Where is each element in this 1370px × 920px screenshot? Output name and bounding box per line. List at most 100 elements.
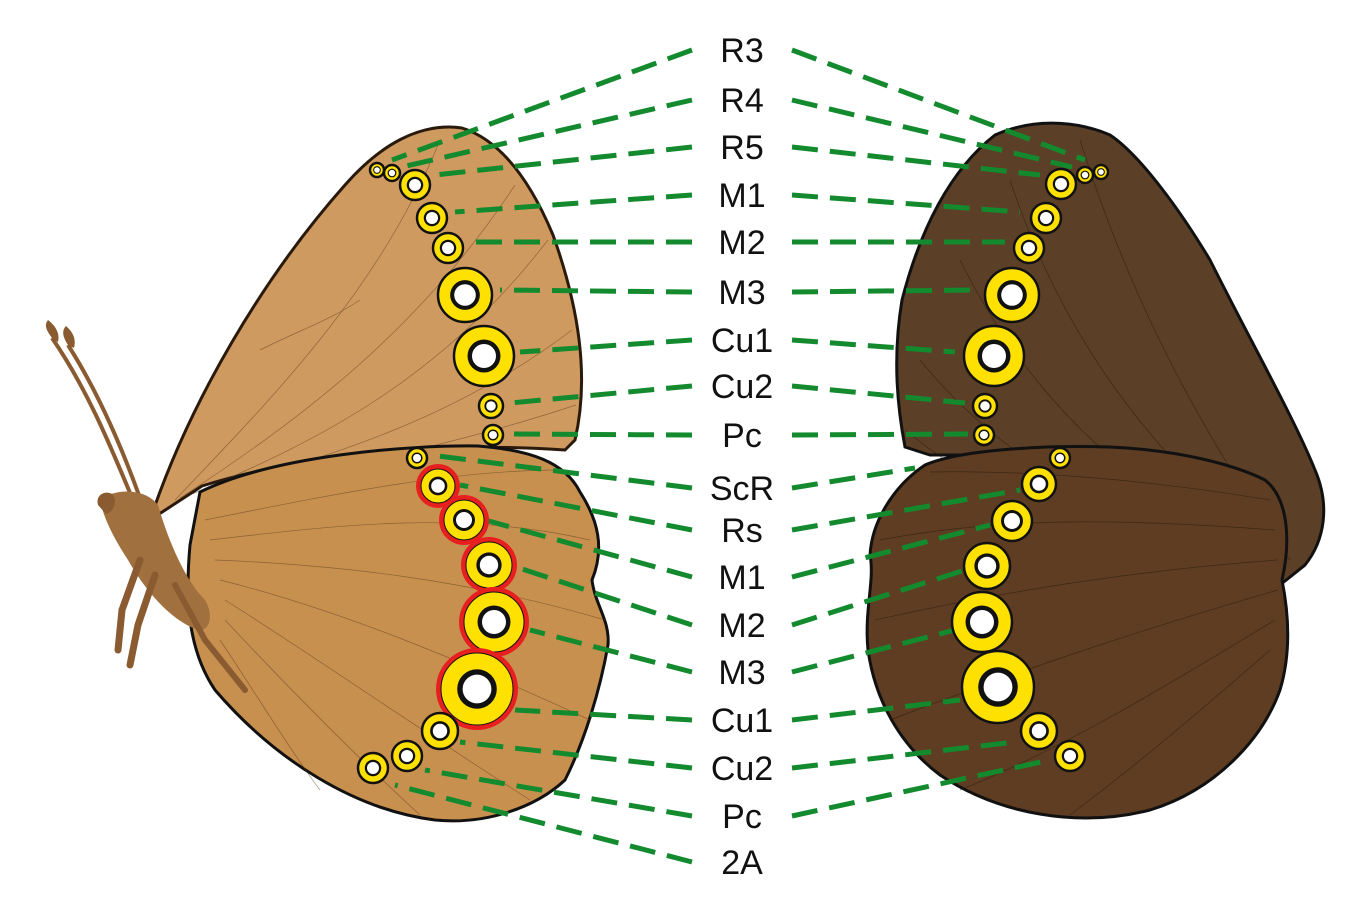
leader-line-right — [791, 697, 961, 723]
leader-line-right — [791, 431, 969, 438]
leader-line-left — [434, 144, 693, 178]
leader-line-left — [391, 47, 693, 163]
eyespot-dorsal — [962, 541, 1012, 591]
vein-label: ScR — [710, 470, 774, 508]
eyespot-ventral — [439, 495, 489, 545]
eyespot-ventral — [461, 537, 517, 593]
vein-label: Pc — [722, 798, 762, 836]
eyespot-dorsal — [1019, 711, 1059, 751]
vein-label: M1 — [718, 559, 765, 597]
vein-label: Rs — [721, 512, 763, 550]
leader-line-right — [791, 487, 1021, 533]
leader-lines — [391, 47, 1086, 865]
leader-line-left — [454, 192, 693, 215]
leader-line-right — [791, 144, 1041, 178]
vein-label: Cu1 — [711, 322, 773, 360]
leader-line-right — [791, 757, 1051, 819]
eyespot-dorsal — [1020, 465, 1058, 503]
vein-label: Cu2 — [711, 750, 773, 788]
leader-line-right — [791, 567, 966, 628]
leader-line-left — [529, 627, 693, 675]
eyespot-dorsal — [1029, 201, 1063, 235]
eyespot-dorsal — [1092, 163, 1110, 181]
leg — [114, 556, 144, 654]
eyespot-ventral — [398, 168, 432, 202]
vein-label: Cu1 — [711, 702, 773, 740]
hindwing-veins — [204, 469, 606, 816]
eyespot-ventral — [452, 324, 516, 388]
leader-line-right — [791, 465, 916, 491]
leader-line-left — [514, 707, 693, 723]
eyespot-ventral — [382, 163, 402, 183]
leader-line-left — [429, 452, 693, 491]
eyespot-dorsal — [1075, 165, 1095, 185]
eyespot-dorsal — [990, 499, 1034, 543]
eyespot-ventral — [477, 392, 505, 420]
eyespot-dorsal — [962, 324, 1026, 388]
leader-line-right — [791, 47, 1086, 163]
hindwing-dorsal-veins — [874, 471, 1279, 816]
eyespot-dorsal — [960, 649, 1036, 725]
antenna — [66, 343, 142, 499]
leader-line-right — [791, 192, 1021, 215]
eyespot-ventral — [390, 739, 424, 773]
leader-line-left — [509, 562, 693, 628]
eyespot-dorsal — [983, 266, 1041, 324]
eyespot-dorsal — [950, 590, 1014, 654]
leader-line-left — [459, 482, 693, 533]
eyespot-ventral — [415, 201, 449, 235]
vein-label: M3 — [718, 274, 765, 312]
hindwing-ventral — [186, 444, 610, 823]
eyespot-dorsal — [971, 392, 999, 420]
eyespot-dorsal — [972, 423, 996, 447]
eyespot-ventral — [459, 587, 529, 657]
leader-line-right — [791, 383, 966, 406]
leader-line-right — [791, 287, 976, 295]
leg — [126, 571, 159, 669]
antenna-club — [45, 320, 59, 342]
eyespot-ventral — [405, 446, 429, 470]
antenna — [50, 336, 135, 501]
eyespots — [356, 161, 1110, 785]
leader-line-right — [791, 337, 956, 355]
leader-line-right — [791, 627, 956, 675]
eyespot-ventral — [436, 648, 518, 730]
eyespot-dorsal — [1044, 167, 1078, 201]
eyespot-ventral — [356, 751, 390, 785]
eyespot-dorsal — [1048, 446, 1072, 470]
vein-label: R5 — [720, 129, 763, 167]
leader-line-left — [499, 287, 693, 295]
eyespot-ventral — [436, 266, 494, 324]
vein-label: M2 — [718, 224, 765, 262]
eyespot-dorsal — [1012, 231, 1046, 265]
vein-label: M3 — [718, 654, 765, 692]
eyespot-ventral — [481, 423, 505, 447]
leader-line-left — [394, 782, 693, 865]
vein-label: Pc — [722, 417, 762, 455]
ventral-butterfly — [45, 125, 610, 823]
head — [97, 492, 115, 514]
leader-line-left — [519, 337, 693, 355]
leader-line-left — [401, 97, 693, 170]
vein-label: Cu2 — [711, 368, 773, 406]
leader-line-left — [459, 739, 693, 771]
leader-line-left — [507, 431, 693, 438]
eyespot-ventral — [431, 231, 465, 265]
vein-label: M2 — [718, 607, 765, 645]
leader-line-right — [791, 522, 991, 580]
vein-labels: R3R4R5M1M2M3Cu1Cu2PcScRRsM1M2M3Cu1Cu2Pc2… — [710, 32, 774, 882]
leader-line-left — [424, 767, 693, 819]
leg — [172, 582, 248, 693]
antenna-club — [63, 326, 75, 348]
vein-label: 2A — [721, 844, 763, 882]
eyespot-ventral — [420, 711, 460, 751]
eyespot-ventral — [368, 161, 386, 179]
vein-label: R4 — [720, 82, 763, 120]
vein-label: M1 — [718, 177, 765, 215]
eyespot-dorsal — [1053, 739, 1087, 773]
eyespot-ventral — [416, 464, 460, 508]
dorsal-butterfly — [865, 121, 1326, 820]
leader-line-right — [791, 97, 1073, 170]
leader-line-left — [509, 383, 693, 406]
